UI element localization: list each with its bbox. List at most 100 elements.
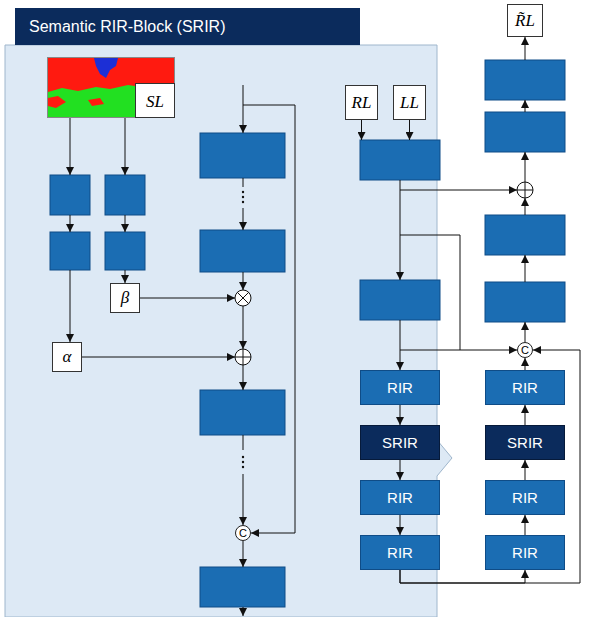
dot [242, 466, 244, 468]
connector [525, 358, 526, 370]
panel-shape [5, 45, 452, 617]
connector [400, 405, 401, 425]
segmentation-map: SL [47, 57, 175, 118]
wires [70, 37, 525, 616]
variable-box: RL [345, 85, 378, 120]
skip-wire [243, 105, 295, 533]
multiply-symbol [237, 292, 248, 303]
node-label: RIR [387, 379, 413, 396]
variable-box: α [52, 342, 82, 372]
conv-box [105, 175, 145, 215]
conv-box [200, 390, 285, 435]
conv-box [485, 60, 565, 100]
dot [242, 196, 244, 198]
wire [525, 255, 526, 282]
node-label: RIR [387, 544, 413, 561]
dot [242, 461, 244, 463]
connector [525, 515, 526, 535]
wire [400, 350, 517, 351]
srir-block: SRIR [360, 425, 440, 460]
node-label: α [63, 347, 72, 367]
conv-box [50, 232, 90, 270]
connector [525, 460, 526, 480]
wire [125, 215, 126, 232]
skip-wire [400, 235, 460, 350]
wire [243, 178, 244, 187]
add-symbol [517, 182, 533, 198]
image-region [48, 58, 174, 117]
wire [82, 357, 235, 358]
node-label: SRIR [382, 434, 418, 451]
image-region [94, 58, 118, 78]
conv-box [360, 140, 440, 180]
rir-block: RIR [485, 480, 565, 515]
node-label: β [121, 288, 129, 308]
conv-box [50, 175, 90, 215]
wire [70, 270, 71, 342]
conv-box [485, 112, 565, 152]
node-label: RIR [512, 379, 538, 396]
conv-box [485, 215, 565, 255]
concat-circle: C [517, 342, 533, 358]
add-symbol [517, 182, 533, 198]
node-label: SRIR [507, 434, 543, 451]
wire [243, 365, 244, 390]
connector [525, 405, 526, 425]
panel-title: Semantic RIR-Block (SRIR) [15, 8, 360, 45]
rir-block: RIR [360, 535, 440, 570]
multiply-symbol [235, 290, 251, 306]
wire [243, 272, 244, 290]
wire [525, 322, 526, 342]
wire [243, 85, 244, 133]
rir-block: RIR [485, 370, 565, 405]
rir-block: RIR [360, 370, 440, 405]
wire [525, 198, 526, 215]
variable-box: LL [393, 85, 426, 120]
image-region [88, 98, 104, 106]
variable-box: R̃L [507, 4, 543, 37]
wire [361, 120, 362, 140]
rir-block: RIR [485, 535, 565, 570]
node-label: RL [352, 93, 372, 113]
wire [243, 306, 244, 349]
node-label: R̃L [515, 11, 535, 31]
image-region [48, 84, 174, 117]
wire [525, 100, 526, 112]
wire [525, 152, 526, 182]
wire [140, 298, 235, 299]
skip-wire [400, 190, 517, 191]
srir-block: SRIR [485, 425, 565, 460]
map-label: SL [135, 83, 175, 118]
connector [400, 515, 401, 535]
wire [243, 607, 244, 616]
wire [400, 180, 401, 280]
wire [70, 118, 71, 175]
connector [400, 460, 401, 480]
conv-box [200, 133, 285, 178]
image-region [48, 96, 66, 108]
block-panel: Semantic RIR-Block (SRIR)SLβαC [5, 45, 437, 617]
variable-box: β [110, 283, 140, 313]
layer-boxes [50, 60, 565, 607]
concat-circle: C [235, 525, 251, 541]
connector [400, 570, 525, 583]
wire [243, 435, 244, 450]
add-symbol [235, 349, 251, 365]
node-label: C [521, 345, 529, 356]
wire [125, 270, 126, 283]
dot [242, 456, 244, 458]
node-label: LL [400, 93, 419, 113]
conv-box [105, 232, 145, 270]
operator-symbols [235, 182, 533, 365]
node-label: RIR [512, 489, 538, 506]
conv-box [200, 567, 285, 607]
wire [409, 120, 410, 140]
wire [125, 118, 126, 175]
rir-block: RIR [360, 480, 440, 515]
add-symbol [235, 349, 251, 365]
wire [243, 208, 244, 230]
wire [243, 474, 244, 525]
conv-box [360, 280, 440, 320]
wire [400, 320, 401, 370]
